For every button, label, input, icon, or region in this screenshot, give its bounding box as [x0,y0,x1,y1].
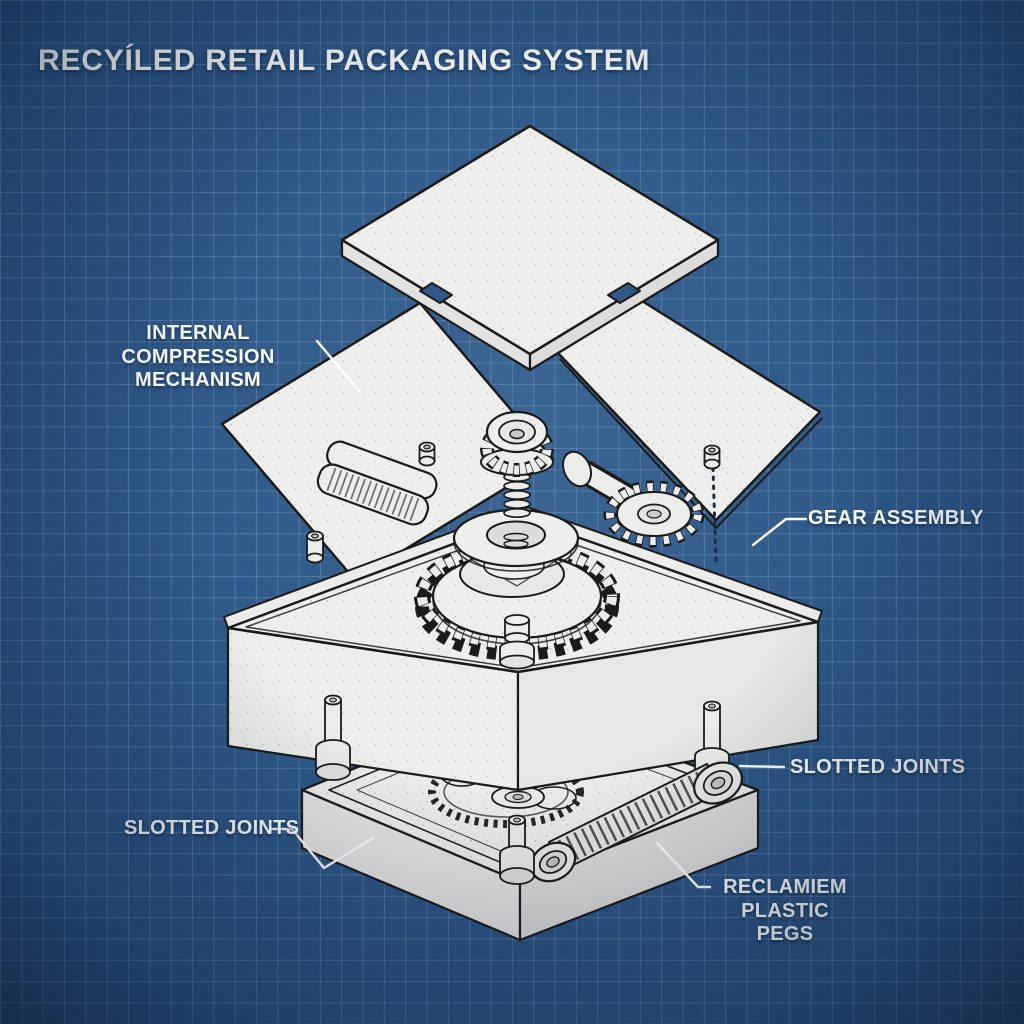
label-slotted-joints-left: SLOTTED JOINTS [124,817,300,839]
leader-slotted-joints-right [738,764,786,769]
label-gear-assembly: GEAR ASSEMBLY [808,507,984,529]
label-slotted-joints-right: SLOTTED JOINTS [790,756,966,778]
small-peg-3 [306,530,324,564]
label-line: PLASTIC PEGS [741,899,829,946]
compression-knob [480,410,554,477]
small-peg-2 [703,444,721,470]
leader-gear-assembly [751,517,808,547]
small-peg-1 [418,441,436,467]
label-line: MECHANISM [134,369,262,392]
page-title: RECYÍLED RETAIL PACKAGING SYSTEM [38,44,651,77]
label-internal-compression-mechanism: INTERNAL COMPRESSION MECHANISM [80,322,316,393]
label-reclaimed-plastic-pegs: RECLAMIEM PLASTIC PEGS [710,876,860,947]
label-line: INTERNAL COMPRESSION [121,322,275,368]
label-line: RECLAMIEM [723,876,847,898]
washer-stack [452,508,580,598]
